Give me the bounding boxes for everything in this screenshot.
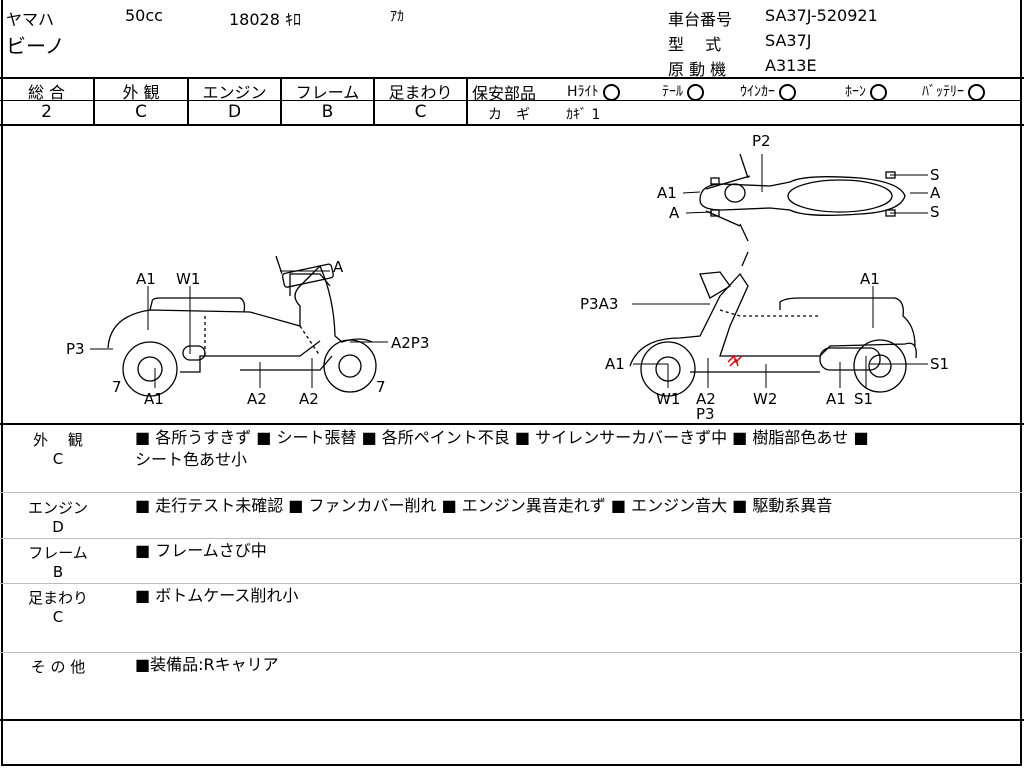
diagram-label: A2 bbox=[299, 390, 319, 408]
diagram-label: A2 bbox=[247, 390, 267, 408]
remark-text-exterior: ■ 各所うすきず ■ シート張替 ■ 各所ペイント不良 ■ サイレンサーカバーき… bbox=[135, 428, 869, 447]
divider bbox=[93, 78, 95, 125]
divider bbox=[280, 78, 282, 125]
remark-grade-suspension: C bbox=[52, 608, 64, 626]
grade-header-total: 総 合 bbox=[27, 83, 66, 102]
left-side-scooter bbox=[107, 255, 377, 397]
grade-header-exterior: 外 観 bbox=[122, 83, 160, 102]
damage-diagram: P2 A1 A S A S A1 W1 A P3 A2P3 7 A1 A2 A2… bbox=[66, 132, 949, 422]
diagram-label: W2 bbox=[753, 390, 777, 408]
remark-text-suspension: ■ ボトムケース削れ小 bbox=[135, 586, 299, 605]
diagram-label: W1 bbox=[656, 390, 680, 408]
remark-label-suspension: 足まわり bbox=[27, 589, 88, 607]
diagram-label: P2 bbox=[752, 132, 771, 150]
divider bbox=[466, 100, 1022, 101]
safety-item-headlight: Hﾗｲﾄ bbox=[567, 81, 620, 101]
safety-label: 保安部品 bbox=[472, 84, 537, 103]
diagram-label: A1 bbox=[860, 270, 880, 288]
diagram-label: 7 bbox=[376, 378, 386, 396]
safety-item-battery: ﾊﾞｯﾃﾘｰ bbox=[922, 81, 985, 101]
diagram-label: 7 bbox=[112, 378, 122, 396]
top-view-scooter bbox=[699, 153, 906, 242]
divider bbox=[0, 100, 466, 101]
diagram-label: S1 bbox=[854, 390, 873, 408]
grade-suspension: C bbox=[414, 102, 427, 122]
diagram-label: P3 bbox=[696, 405, 715, 422]
remark-text-exterior-2: シート色あせ小 bbox=[135, 450, 248, 469]
damage-mark-icon bbox=[727, 354, 743, 367]
divider bbox=[373, 78, 375, 125]
grade-exterior: C bbox=[135, 102, 147, 122]
divider bbox=[0, 423, 1024, 425]
divider bbox=[0, 583, 1022, 584]
mileage: 18028 ｷﾛ bbox=[229, 10, 301, 29]
divider bbox=[0, 719, 1024, 721]
frame-no-label: 車台番号 bbox=[668, 10, 733, 29]
diagram-label: A bbox=[930, 184, 941, 202]
ok-circle-icon bbox=[968, 83, 985, 101]
diagram-label: S bbox=[930, 203, 940, 221]
remark-text-engine: ■ 走行テスト未確認 ■ ファンカバー削れ ■ エンジン異音走れず ■ エンジン… bbox=[135, 496, 833, 515]
engine-label: 原 動 機 bbox=[668, 60, 727, 79]
remark-label-other: そ の 他 bbox=[30, 658, 86, 676]
diagram-label: A1 bbox=[144, 390, 164, 408]
diagram-label: W1 bbox=[176, 270, 200, 288]
diagram-label: A1 bbox=[605, 355, 625, 373]
remark-grade-exterior: C bbox=[52, 450, 64, 468]
right-side-scooter bbox=[629, 251, 917, 397]
remark-grade-engine: D bbox=[52, 518, 64, 536]
safety-item-horn: ﾎｰﾝ bbox=[845, 81, 887, 101]
diagram-label: A2 bbox=[696, 390, 716, 408]
remark-text-frame: ■ フレームさび中 bbox=[135, 541, 267, 560]
diagram-label: S bbox=[930, 166, 940, 184]
key-value: ｶｷﾞ 1 bbox=[566, 107, 601, 123]
ok-circle-icon bbox=[779, 83, 796, 101]
remark-label-exterior: 外 観 bbox=[33, 431, 83, 449]
divider bbox=[466, 78, 468, 125]
safety-item-tail: ﾃｰﾙ bbox=[662, 81, 704, 101]
diagram-label: A2P3 bbox=[391, 334, 429, 352]
key-label: カ ギ bbox=[488, 107, 530, 123]
diagram-label: P3 bbox=[66, 340, 85, 358]
diagram-label: A bbox=[669, 204, 680, 222]
diagram-label: A1 bbox=[826, 390, 846, 408]
type-label: 型 式 bbox=[668, 35, 722, 54]
divider bbox=[0, 124, 1024, 126]
grade-engine: D bbox=[227, 102, 242, 122]
frame-no: SA37J-520921 bbox=[765, 6, 878, 25]
diagram-label: A1 bbox=[657, 184, 677, 202]
grade-frame: B bbox=[321, 102, 334, 122]
divider bbox=[187, 78, 189, 125]
ok-circle-icon bbox=[687, 83, 704, 101]
color: ｱｶ bbox=[390, 9, 404, 25]
grade-header-suspension: 足まわり bbox=[388, 83, 453, 102]
divider bbox=[0, 538, 1022, 539]
grade-total: 2 bbox=[41, 102, 52, 122]
displacement: 50cc bbox=[125, 6, 163, 25]
ok-circle-icon bbox=[870, 83, 887, 101]
remark-grade-frame: B bbox=[52, 563, 64, 581]
type-value: SA37J bbox=[765, 31, 812, 50]
safety-item-winker: ｳｲﾝｶｰ bbox=[740, 81, 796, 101]
model-name: ビーノ bbox=[6, 34, 65, 58]
divider bbox=[0, 652, 1022, 653]
remark-text-other: ■装備品:Rキャリア bbox=[135, 655, 279, 674]
grade-header-engine: エンジン bbox=[202, 83, 267, 102]
remark-label-frame: フレーム bbox=[28, 544, 88, 562]
divider bbox=[0, 77, 1024, 79]
maker: ヤマハ bbox=[6, 10, 55, 29]
grade-header-frame: フレーム bbox=[295, 83, 360, 102]
diagram-label: S1 bbox=[930, 355, 949, 373]
divider bbox=[0, 492, 1022, 493]
diagram-label: P3A3 bbox=[580, 295, 618, 313]
engine-value: A313E bbox=[765, 56, 817, 75]
diagram-label: A1 bbox=[136, 270, 156, 288]
ok-circle-icon bbox=[602, 83, 620, 101]
remark-label-engine: エンジン bbox=[27, 499, 88, 517]
diagram-label: A bbox=[333, 258, 344, 276]
